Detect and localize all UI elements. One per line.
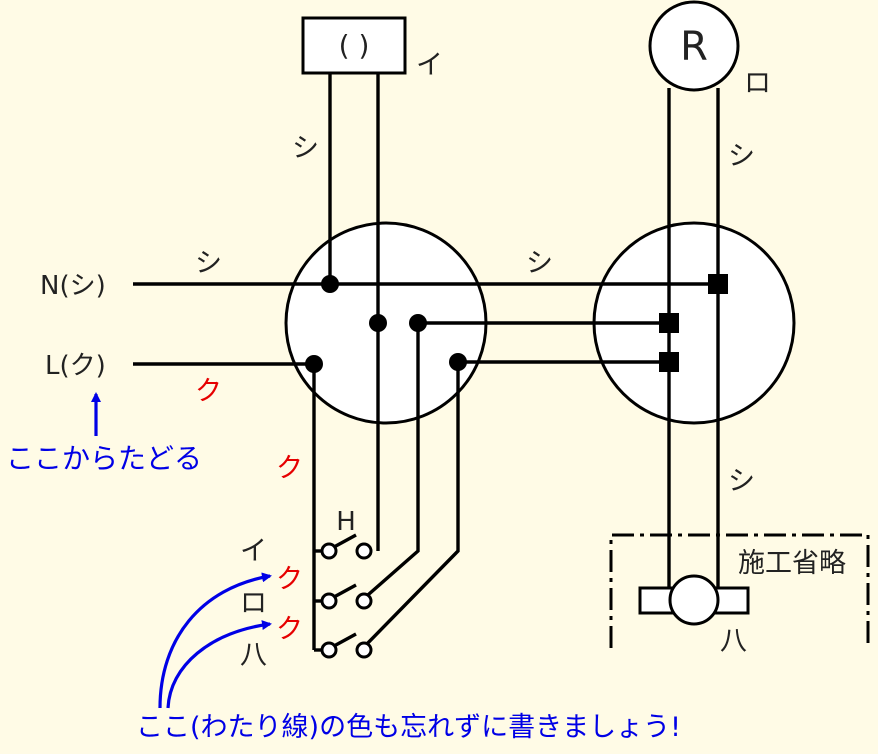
lamp-box: [301, 16, 407, 75]
n-line-label: N(シ): [40, 271, 106, 301]
lamp-tag: イ: [416, 50, 443, 81]
wire-label-ku: ク: [195, 376, 222, 407]
switch-ha-label: 八: [240, 640, 267, 671]
junction-dot: [409, 314, 427, 332]
wire-label-shi: シ: [728, 466, 755, 497]
connection-dots: [305, 274, 728, 373]
omit-area-label: 施工省略: [738, 548, 846, 579]
switch-blade: [333, 583, 357, 599]
junction-dot: [449, 353, 467, 371]
switch-h-label: H: [336, 507, 356, 537]
wire-switch-ro: [359, 323, 420, 603]
trace-annotation: ここからたどる: [6, 442, 202, 475]
junction-dot: [305, 355, 323, 373]
switch-contact: [355, 542, 373, 560]
wire-label-ku: ク: [276, 453, 303, 484]
junction-square: [708, 274, 728, 294]
jumper-arrow: [166, 620, 272, 709]
wire-switch-ha: [359, 362, 460, 652]
junction-square: [659, 313, 679, 333]
receptacle-tag: ロ: [744, 68, 771, 99]
junction-dot: [321, 275, 339, 293]
jumper-arrow: [158, 572, 272, 709]
switch-contact: [355, 592, 373, 610]
jumper-annotation: ここ(わたり線)の色も忘れずに書きましょう!: [136, 712, 681, 743]
switch-blade: [333, 533, 357, 549]
switch-contact: [320, 542, 338, 560]
wire-label-shi: シ: [728, 141, 755, 172]
wire-label-shi: シ: [526, 248, 553, 279]
receptacle-circle: [648, 0, 740, 92]
switch-i-label: イ: [240, 536, 267, 567]
switch-contact: [320, 592, 338, 610]
omit-area-border: [609, 533, 870, 648]
receptacle-symbol: R: [680, 24, 708, 70]
switch-blade: [333, 632, 357, 648]
switch-ro-label: ロ: [240, 588, 267, 619]
junction-dot: [369, 314, 387, 332]
junction-square: [659, 352, 679, 372]
fixture-circle: [668, 574, 720, 626]
jumper-label-ku: ク: [276, 614, 303, 645]
wires: [133, 73, 720, 652]
switches: [320, 533, 373, 659]
wire-label-shi: シ: [292, 133, 319, 164]
wire-label-shi: シ: [195, 248, 222, 279]
l-line-label: L(ク): [45, 351, 106, 381]
fixture-tag: 八: [720, 626, 747, 657]
lamp-symbol: ( ): [339, 29, 370, 62]
switch-contact: [355, 641, 373, 659]
switch-contact: [320, 641, 338, 659]
jumper-label-ku: ク: [276, 564, 303, 595]
